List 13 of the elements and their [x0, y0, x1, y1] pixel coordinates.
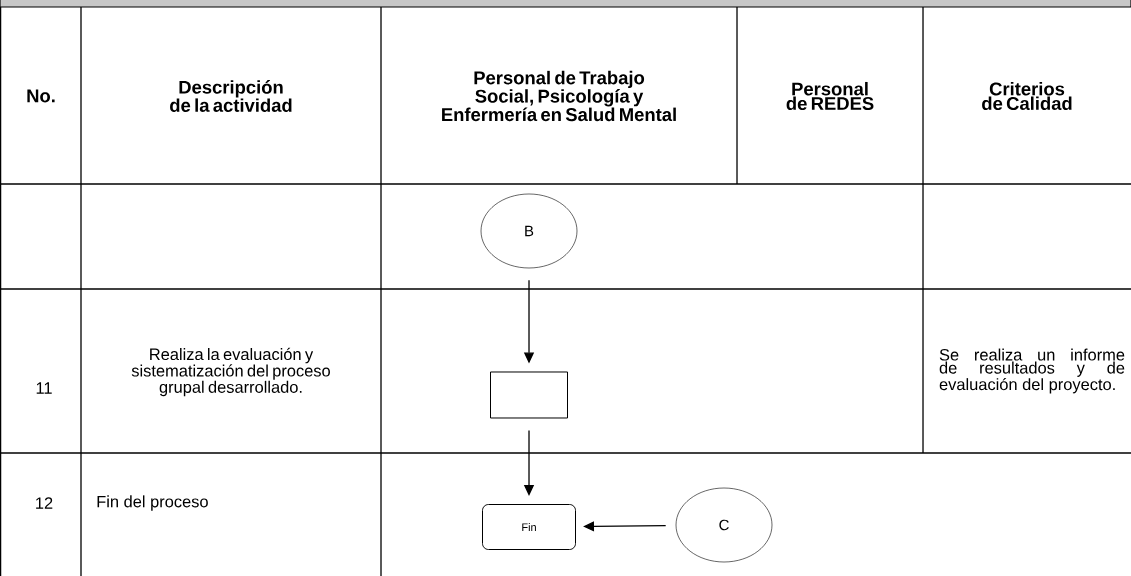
row-number: 12: [36, 497, 53, 509]
column-heading: Personal de REDES: [786, 81, 874, 111]
column-heading: No.: [27, 89, 55, 103]
column-heading: Personal de Trabajo Social, Psicología y Enfermería en Salud Mental: [442, 70, 676, 122]
column-heading: Descripción de la actividad: [170, 80, 292, 112]
arrow: [583, 521, 667, 532]
column-heading: Criterios de Calidad: [982, 81, 1072, 111]
activity-description: Realiza la evaluación y sistematización del proceso grupal desarrollado.: [131, 347, 330, 397]
quality-criteria: Se realiza un informe de resultados y de evaluación del proyecto.: [939, 348, 1125, 394]
terminal-box: Fin: [482, 504, 576, 550]
row-number: 11: [36, 382, 52, 394]
activity-description: Fin del proceso: [97, 495, 208, 511]
process-box: [490, 371, 568, 419]
